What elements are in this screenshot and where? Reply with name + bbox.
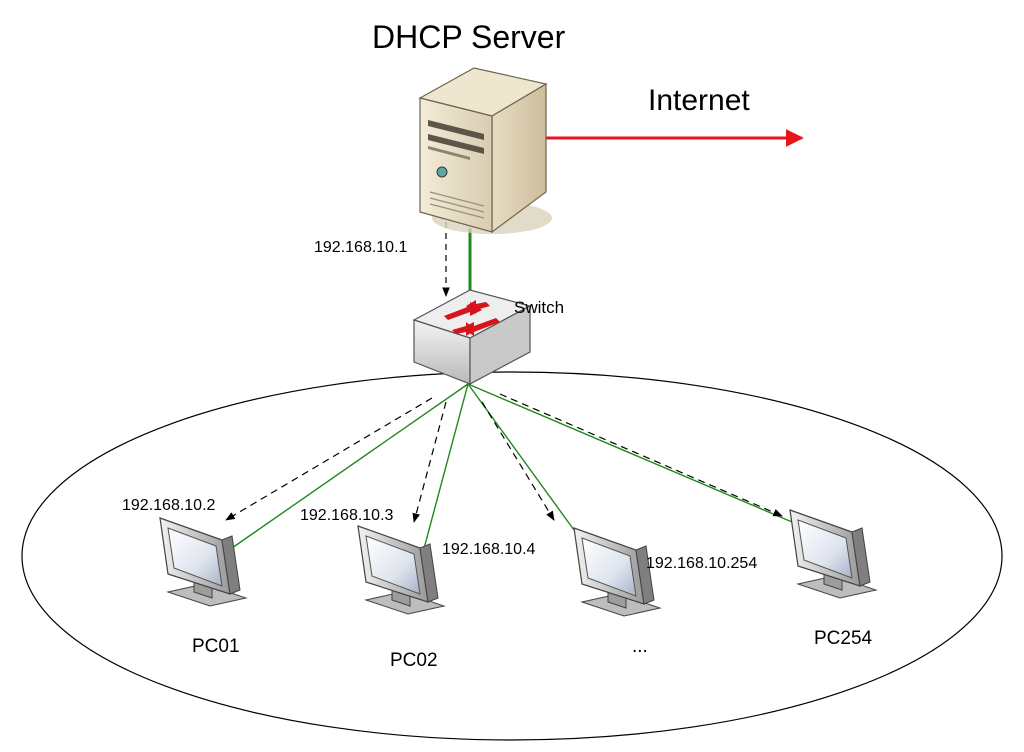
dhcp-offer-arrows — [225, 393, 783, 523]
client-name-label: PC02 — [390, 650, 438, 671]
lan-cables — [231, 383, 793, 557]
network-switch-icon — [412, 289, 532, 385]
server-ip-label: 192.168.10.1 — [314, 239, 408, 256]
diagram-title: DHCP Server — [372, 19, 566, 55]
offer-arrow-pc03 — [481, 401, 555, 521]
cable-pc01 — [231, 383, 469, 549]
offer-arrow-pc01 — [225, 397, 433, 521]
monitor-icon — [357, 525, 446, 615]
offer-arrow-pc254 — [499, 393, 783, 517]
cable-pc03 — [467, 383, 575, 531]
monitor-icon — [789, 509, 878, 599]
monitor-icon — [159, 517, 248, 607]
client-name-label: ... — [632, 636, 648, 657]
client-name-label: PC254 — [814, 628, 873, 649]
server-tower-icon — [418, 67, 552, 234]
internet-label: Internet — [648, 84, 750, 117]
offer-arrow-pc02 — [412, 401, 447, 523]
client-ip-label: 192.168.10.2 — [122, 497, 216, 514]
lan-boundary — [21, 371, 1003, 741]
cable-pc02 — [421, 383, 469, 557]
client-ip-label: 192.168.10.4 — [442, 541, 536, 558]
client-ip-label: 192.168.10.3 — [300, 507, 394, 524]
client-name-label: PC01 — [192, 636, 240, 657]
monitor-icon — [573, 527, 662, 617]
client-ip-label: 192.168.10.254 — [646, 555, 757, 572]
switch-label: Switch — [514, 298, 564, 317]
cable-pc254 — [467, 383, 793, 523]
